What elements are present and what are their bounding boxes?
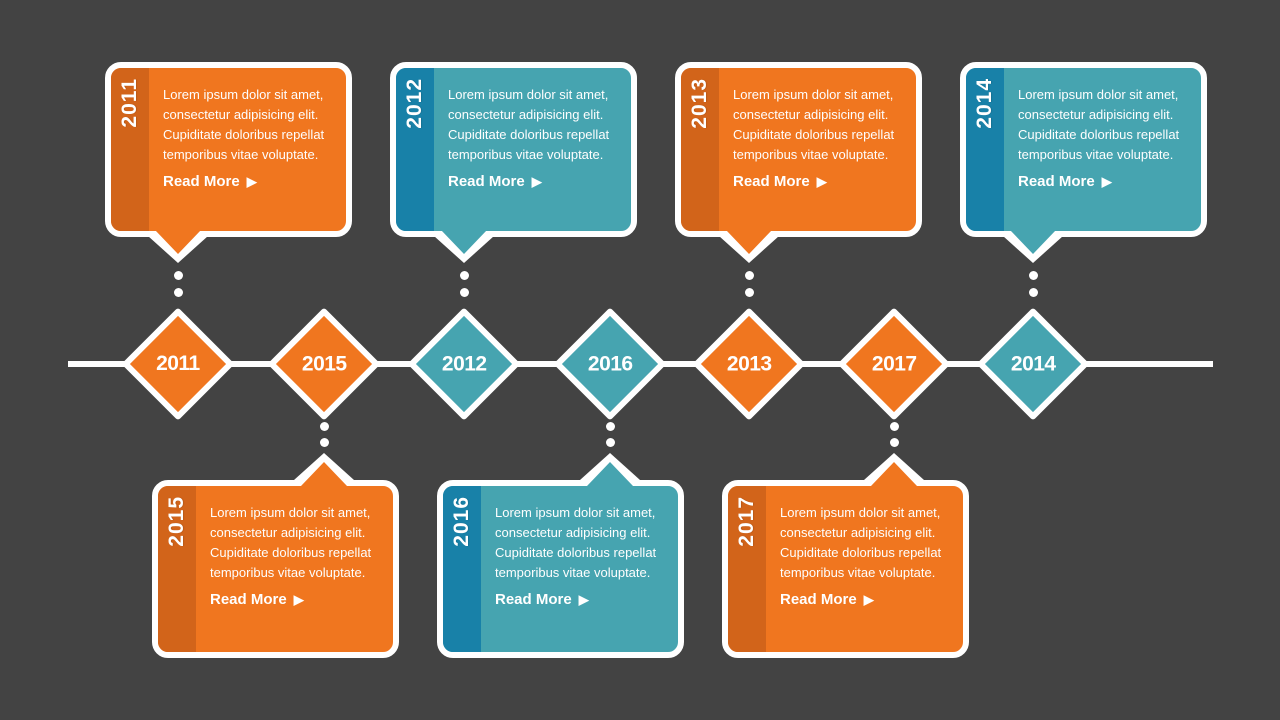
read-more-arrow-icon: ▶ bbox=[293, 592, 304, 607]
read-more-arrow-icon: ▶ bbox=[531, 174, 542, 189]
timeline-diamond-2014: 2014 bbox=[976, 307, 1090, 421]
card-body-text: Lorem ipsum dolor sit amet, consectetur … bbox=[448, 87, 610, 162]
read-more-arrow-icon: ▶ bbox=[863, 592, 874, 607]
card-year-strip: 2011 bbox=[111, 68, 149, 231]
read-more-link[interactable]: Read More ▶ bbox=[1018, 173, 1112, 190]
card-body-text: Lorem ipsum dolor sit amet, consectetur … bbox=[495, 505, 657, 580]
read-more-link[interactable]: Read More ▶ bbox=[448, 173, 542, 190]
diamond-year-label: 2014 bbox=[1010, 352, 1056, 375]
read-more-arrow-icon: ▶ bbox=[578, 592, 589, 607]
card-body-text: Lorem ipsum dolor sit amet, consectetur … bbox=[163, 87, 325, 162]
connector-dot bbox=[320, 438, 329, 447]
card-pointer bbox=[1010, 230, 1056, 254]
connector-dot bbox=[745, 288, 754, 297]
connector-dot bbox=[460, 271, 469, 280]
read-more-label: Read More bbox=[210, 591, 287, 608]
read-more-label: Read More bbox=[495, 591, 572, 608]
card-year-label: 2016 bbox=[450, 496, 473, 547]
card-year-strip: 2017 bbox=[728, 486, 766, 652]
card-pointer bbox=[871, 462, 917, 486]
read-more-arrow-icon: ▶ bbox=[1101, 174, 1112, 189]
diamond-year-label: 2012 bbox=[441, 352, 487, 375]
card-year-strip: 2012 bbox=[396, 68, 434, 231]
read-more-label: Read More bbox=[780, 591, 857, 608]
timeline-diamond-2015: 2015 bbox=[267, 307, 381, 421]
read-more-link[interactable]: Read More ▶ bbox=[780, 591, 874, 608]
timeline-diamond-2011: 2011 bbox=[121, 307, 235, 421]
card-year-strip: 2015 bbox=[158, 486, 196, 652]
card-year-label: 2017 bbox=[735, 496, 758, 547]
timeline-diamond-2012: 2012 bbox=[407, 307, 521, 421]
diamond-year-label: 2011 bbox=[156, 352, 200, 375]
connector-dot bbox=[320, 422, 329, 431]
connector-dot bbox=[606, 438, 615, 447]
card-year-label: 2015 bbox=[165, 496, 188, 547]
card-pointer bbox=[726, 230, 772, 254]
read-more-arrow-icon: ▶ bbox=[246, 174, 257, 189]
connector-dot bbox=[890, 422, 899, 431]
read-more-link[interactable]: Read More ▶ bbox=[210, 591, 304, 608]
connector-dot bbox=[890, 438, 899, 447]
connector-dot bbox=[606, 422, 615, 431]
connector-dot bbox=[745, 271, 754, 280]
card-pointer bbox=[587, 462, 633, 486]
connector-dot bbox=[460, 288, 469, 297]
timeline-card-2015: 2015 Lorem ipsum dolor sit amet, consect… bbox=[152, 480, 399, 658]
card-year-label: 2011 bbox=[118, 78, 141, 128]
card-year-strip: 2016 bbox=[443, 486, 481, 652]
read-more-arrow-icon: ▶ bbox=[816, 174, 827, 189]
timeline-card-2016: 2016 Lorem ipsum dolor sit amet, consect… bbox=[437, 480, 684, 658]
card-year-label: 2012 bbox=[403, 78, 426, 129]
diamond-year-label: 2013 bbox=[726, 352, 772, 375]
read-more-link[interactable]: Read More ▶ bbox=[163, 173, 257, 190]
timeline-card-2014: 2014 Lorem ipsum dolor sit amet, consect… bbox=[960, 62, 1207, 237]
card-pointer bbox=[441, 230, 487, 254]
timeline-card-2011: 2011 Lorem ipsum dolor sit amet, consect… bbox=[105, 62, 352, 237]
connector-dot bbox=[174, 271, 183, 280]
card-body-text: Lorem ipsum dolor sit amet, consectetur … bbox=[733, 87, 895, 162]
card-body-text: Lorem ipsum dolor sit amet, consectetur … bbox=[210, 505, 372, 580]
diamond-year-label: 2016 bbox=[587, 352, 633, 375]
card-year-label: 2014 bbox=[973, 78, 996, 129]
card-year-strip: 2014 bbox=[966, 68, 1004, 231]
diamond-year-label: 2017 bbox=[871, 352, 917, 375]
connector-dot bbox=[174, 288, 183, 297]
card-pointer bbox=[155, 230, 201, 254]
read-more-link[interactable]: Read More ▶ bbox=[733, 173, 827, 190]
card-year-label: 2013 bbox=[688, 78, 711, 129]
connector-dot bbox=[1029, 288, 1038, 297]
read-more-label: Read More bbox=[163, 173, 240, 190]
card-pointer bbox=[301, 462, 347, 486]
timeline-diamond-2017: 2017 bbox=[837, 307, 951, 421]
diamond-year-label: 2015 bbox=[301, 352, 347, 375]
read-more-label: Read More bbox=[733, 173, 810, 190]
timeline-card-2013: 2013 Lorem ipsum dolor sit amet, consect… bbox=[675, 62, 922, 237]
card-year-strip: 2013 bbox=[681, 68, 719, 231]
card-body-text: Lorem ipsum dolor sit amet, consectetur … bbox=[780, 505, 942, 580]
timeline-diamond-2016: 2016 bbox=[553, 307, 667, 421]
connector-dot bbox=[1029, 271, 1038, 280]
read-more-label: Read More bbox=[448, 173, 525, 190]
timeline-card-2012: 2012 Lorem ipsum dolor sit amet, consect… bbox=[390, 62, 637, 237]
read-more-link[interactable]: Read More ▶ bbox=[495, 591, 589, 608]
read-more-label: Read More bbox=[1018, 173, 1095, 190]
timeline-diamond-2013: 2013 bbox=[692, 307, 806, 421]
card-body-text: Lorem ipsum dolor sit amet, consectetur … bbox=[1018, 87, 1180, 162]
timeline-card-2017: 2017 Lorem ipsum dolor sit amet, consect… bbox=[722, 480, 969, 658]
